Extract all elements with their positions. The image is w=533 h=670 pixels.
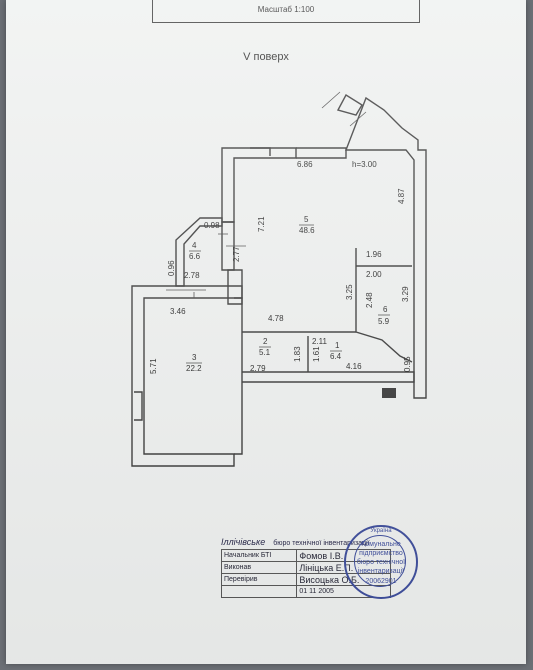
seal-ring-text: Україна — [370, 528, 392, 534]
room-area: 5.9 — [378, 317, 390, 326]
seal-text: Комунальне — [361, 541, 401, 548]
dim-label: 3.29 — [401, 286, 410, 302]
floor-plan: 6.86 h=3.00 4.87 7.21 0.98 2.77 0.96 2.7… — [131, 91, 427, 467]
dim-label: 2.00 — [366, 270, 382, 279]
dim-label: 1.96 — [366, 250, 382, 259]
title-block: Масштаб 1:100 — [152, 0, 420, 23]
dim-label: 7.21 — [257, 216, 266, 232]
dim-label: 3.46 — [170, 307, 186, 316]
dim-label: 3.25 — [345, 284, 354, 300]
role-cell: Перевірив — [220, 573, 298, 586]
dim-label: 5.71 — [149, 358, 158, 374]
dim-label: 0.95 — [403, 356, 412, 372]
wall-room6 — [355, 248, 413, 363]
room-number: 3 — [192, 353, 197, 362]
dim-label: 2.79 — [250, 364, 266, 373]
room-area: 5.1 — [259, 348, 271, 357]
seal-text: інвентаризації — [357, 568, 405, 575]
room-area: 22.2 — [186, 364, 202, 373]
room-number: 4 — [192, 241, 197, 250]
room-area: 6.6 — [189, 252, 201, 261]
wall-room3-east — [234, 297, 243, 455]
dim-label: 1.83 — [293, 346, 302, 362]
dim-label: 2.11 — [312, 337, 328, 346]
ceiling-height: h=3.00 — [352, 160, 377, 169]
seal-code: 20062901 — [365, 578, 397, 585]
dim-label: 2.78 — [184, 271, 200, 280]
document-page: Масштаб 1:100 V поверх — [6, 0, 526, 664]
scale-label: Масштаб 1:100 — [257, 5, 315, 14]
dim-label: 2.48 — [365, 292, 374, 308]
room-number: 6 — [383, 305, 388, 314]
bureau-subtitle: бюро технічної інвентаризації — [273, 540, 370, 547]
window-west — [134, 391, 143, 421]
seal-text: підприємство — [359, 550, 403, 557]
bureau-name: Іллічівське бюро технічної інвентаризаці… — [221, 537, 370, 547]
wall-east — [344, 96, 427, 399]
pipe-marker — [382, 388, 396, 398]
room-area: 6.4 — [330, 352, 342, 361]
wall-room4 — [175, 217, 223, 287]
bureau-title: Іллічівське — [221, 537, 266, 547]
floor-title: V поверх — [243, 51, 289, 63]
wall-north — [296, 147, 347, 159]
dim-label: 0.96 — [167, 260, 176, 276]
role-cell: Виконав — [220, 561, 298, 574]
room-area: 48.6 — [299, 226, 315, 235]
role-cell: Начальник БТІ — [220, 549, 298, 562]
dim-label: 4.87 — [397, 188, 406, 204]
wall-room3 — [131, 285, 243, 467]
seal-text: бюро технічної — [356, 559, 406, 566]
dim-label: 6.86 — [297, 160, 313, 169]
dim-label: 1.61 — [312, 346, 321, 362]
dim-label: 0.98 — [204, 221, 220, 230]
wall-south — [242, 371, 415, 383]
window-north — [250, 147, 271, 156]
room-number: 5 — [304, 215, 309, 224]
dim-label: 2.77 — [232, 246, 241, 262]
wall-north-left — [221, 147, 297, 223]
wall-column — [227, 269, 243, 305]
official-seal: Україна Комунальне підприємство бюро тех… — [344, 525, 418, 599]
dim-label: 4.16 — [346, 362, 362, 371]
seal-inner-ring — [354, 535, 406, 587]
room-number: 1 — [335, 341, 340, 350]
empty-cell — [220, 585, 298, 598]
room-number: 2 — [263, 337, 268, 346]
balcony-bay — [336, 94, 363, 116]
dim-label: 4.78 — [268, 314, 284, 323]
